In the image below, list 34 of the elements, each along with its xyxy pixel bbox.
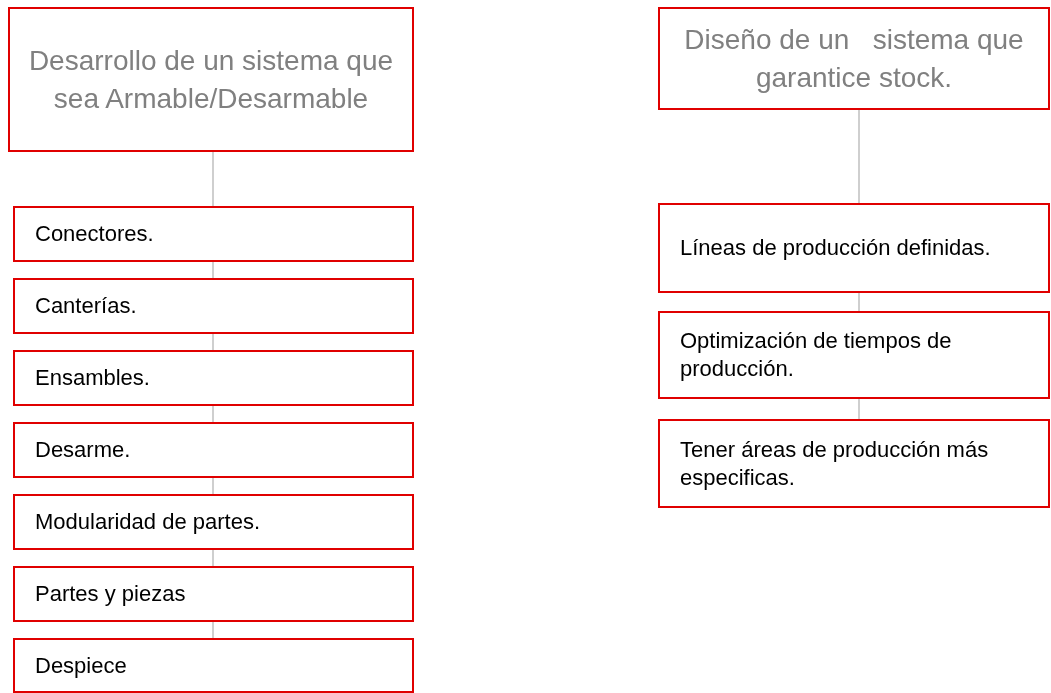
item-text: Partes y piezas: [35, 580, 186, 608]
connector-line: [212, 333, 214, 351]
item-box: [658, 203, 1050, 293]
connector-line: [858, 398, 860, 420]
item-text: Despiece: [35, 651, 127, 680]
connector-line: [212, 261, 214, 279]
item-box: [658, 311, 1050, 399]
item-text: Desarme.: [35, 436, 131, 464]
item-text: Modularidad de partes.: [35, 508, 261, 536]
connector-line: [212, 549, 214, 567]
heading-box: [8, 7, 414, 152]
connector-line: [212, 477, 214, 495]
heading-box: [658, 7, 1050, 110]
item-text: Líneas de producción definidas.: [680, 234, 991, 262]
connector-line: [212, 151, 214, 207]
heading-text: Diseño de un sistema que garantice stock.: [683, 22, 1025, 95]
item-text: Optimización de tiempos de producción.: [680, 327, 953, 383]
item-box: [13, 422, 414, 478]
item-text: Tener áreas de producción más especificas.: [680, 435, 990, 492]
item-box: [13, 206, 414, 262]
item-text: Conectores.: [35, 220, 154, 248]
item-box: [13, 494, 414, 550]
item-box: [13, 278, 414, 334]
heading-text: Desarrollo de un sistema que sea Armable/Desarmable: [27, 43, 395, 116]
connector-line: [212, 405, 214, 423]
item-box: [658, 419, 1050, 508]
item-box: [13, 566, 414, 622]
connector-line: [212, 621, 214, 639]
item-box: [13, 638, 414, 693]
item-box: [13, 350, 414, 406]
item-text: Canterías.: [35, 292, 137, 320]
item-text: Ensambles.: [35, 364, 150, 392]
connector-line: [858, 109, 860, 204]
connector-line: [858, 292, 860, 312]
